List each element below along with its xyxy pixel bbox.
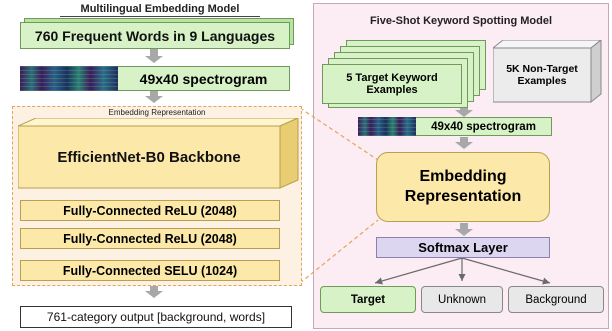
branch-target [374,257,463,285]
fc-layer-2: Fully-Connected ReLU (2048) [20,228,280,249]
target-examples-card: 5 Target Keyword Examples [322,64,462,104]
down-arrow-icon [455,223,473,236]
branch-background [461,257,551,285]
spectrogram-image-left [20,66,118,91]
output-background: Background [508,286,604,313]
left-title: Multilingual Embedding Model [60,3,260,17]
down-arrow-icon [455,105,473,117]
fc-layer-1: Fully-Connected ReLU (2048) [20,200,280,221]
down-arrow-icon [455,137,473,149]
backbone-label: EfficientNet-B0 Backbone [57,148,241,166]
zoom-line-bottom [299,219,379,284]
zoom-line-top [299,107,379,161]
spectrogram-image-right [358,117,416,136]
softmax-layer: Softmax Layer [376,237,550,258]
spectrogram-label-right: 49x40 spectrogram [416,117,552,136]
nontarget-examples-label: 5K Non-Target Examples [506,63,578,87]
spectrogram-label-left: 49x40 spectrogram [118,66,290,91]
output-box: 761-category output [background, words] [20,306,292,328]
down-arrow-icon [145,49,163,63]
embedding-section-label: Embedding Representation [108,108,206,117]
down-arrows-right [455,105,473,236]
fc-layer-3: Fully-Connected SELU (1024) [20,260,280,281]
nontarget-3d-box [493,40,602,104]
right-title: Five-Shot Keyword Spotting Model [369,15,553,27]
words-box: 760 Frequent Words in 9 Languages [20,22,290,49]
backbone-3d-block [18,118,299,189]
output-unknown: Unknown [421,286,503,313]
down-arrow-icon [145,286,163,298]
embedding-block: Embedding Representation [376,152,550,222]
down-arrow-icon [145,90,163,103]
output-target: Target [320,286,416,313]
